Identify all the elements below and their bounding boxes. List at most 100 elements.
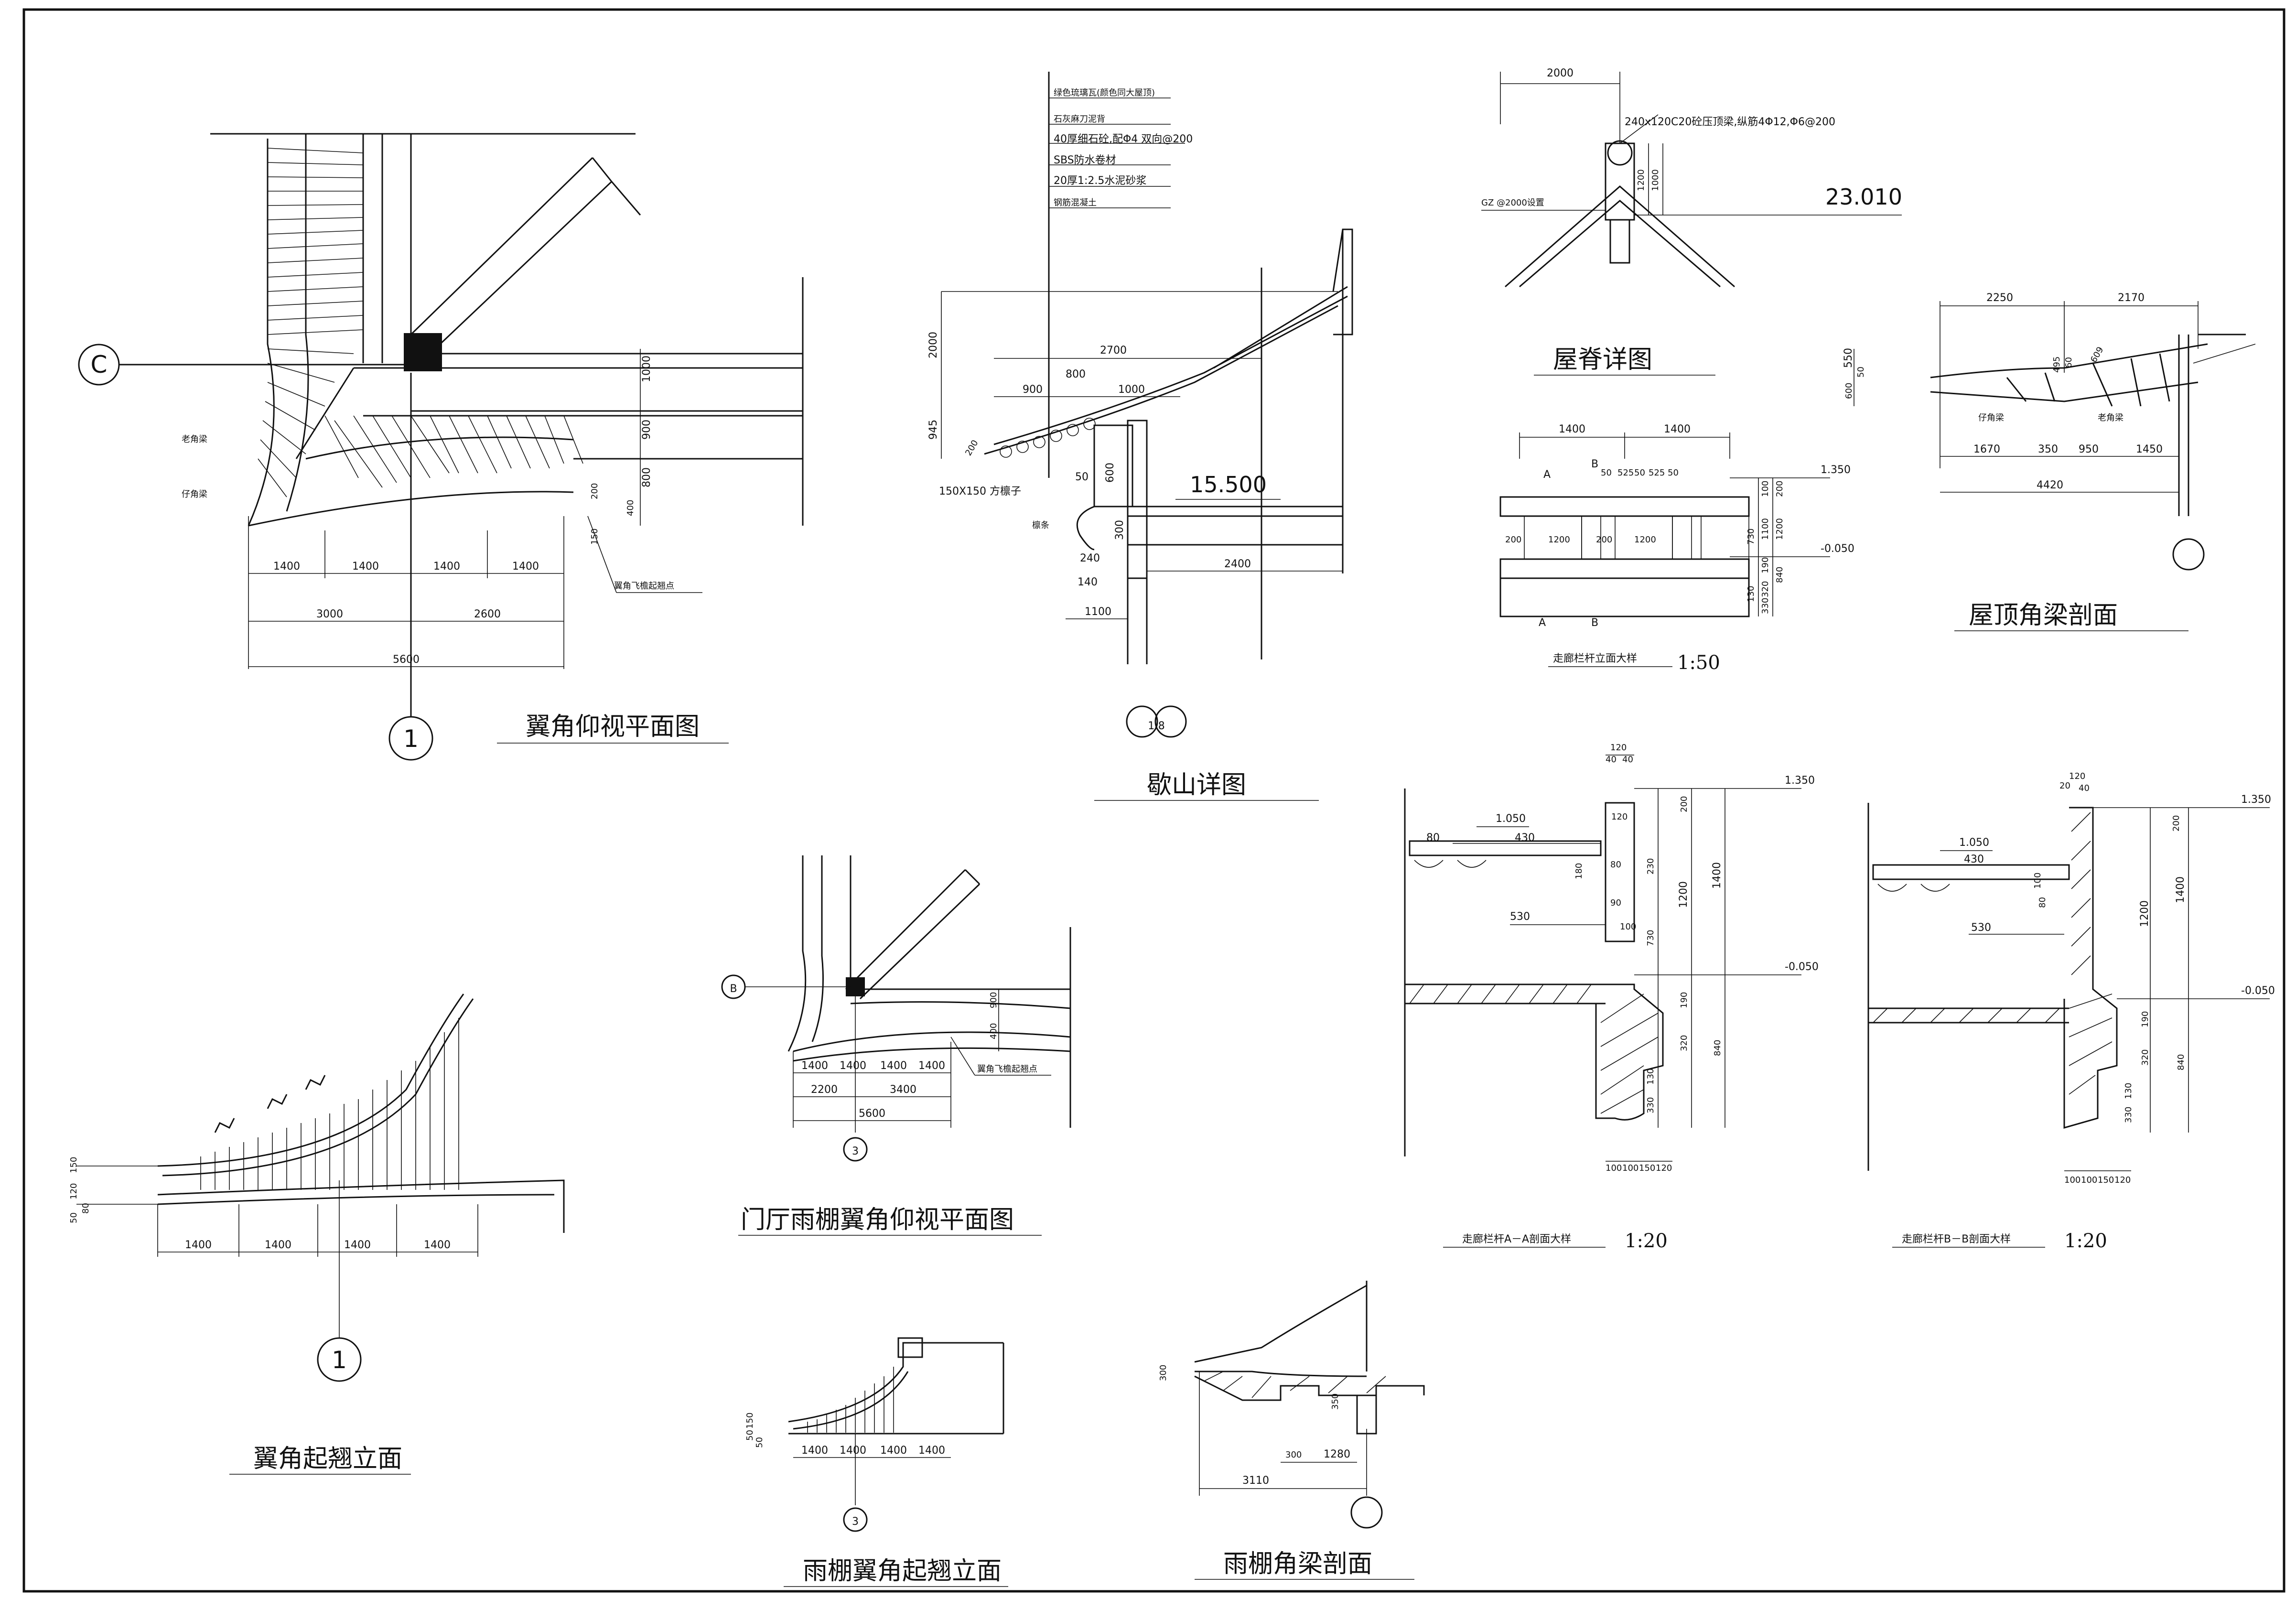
saa-d190: 190	[1679, 992, 1689, 1008]
we-v4: 80	[81, 1203, 91, 1214]
gable-axis-label: 1/8	[1148, 720, 1164, 732]
roof-corner-beam-section: 2250 2170 550 600 50 495 60 609 老角梁 仔角梁 …	[1843, 292, 2256, 631]
wp-dim-r1: 1000	[641, 356, 653, 382]
wp-note-c: 翼角飞檐起翘点	[614, 581, 674, 591]
saa-d320: 320	[1679, 1035, 1689, 1051]
gable-note-6: 钢筋混凝土	[1054, 198, 1097, 208]
we-d3: 1400	[344, 1239, 371, 1251]
sbb-d320: 320	[2140, 1049, 2150, 1066]
re-dim-s3: 50	[1634, 468, 1645, 478]
we-d1: 1400	[185, 1239, 212, 1251]
wp-dim-r5: 400	[625, 500, 636, 516]
wing-upturn-elevation: 150 120 50 80 1400 1400 1400 1400 1 翼角起翘…	[69, 993, 565, 1475]
saa-d100: 100	[1620, 922, 1636, 932]
sbb-d430: 430	[1964, 853, 1984, 865]
title-section-bb: 走廊栏杆B－B剖面大样	[1902, 1233, 2011, 1245]
canopy-axis-b: B	[730, 983, 737, 995]
cp-v1: 900	[989, 992, 999, 1008]
cp-m1: 2200	[811, 1084, 838, 1096]
gable-dim-600: 600	[1104, 463, 1116, 483]
rb-dim-550: 550	[1843, 348, 1854, 368]
cp-t4: 1400	[918, 1060, 945, 1072]
wp-dim-t4: 1400	[512, 561, 539, 572]
re-dim-r4: 1200	[1634, 535, 1656, 545]
wp-dim-total: 5600	[393, 654, 420, 666]
title-railing-elev: 走廊栏杆立面大样	[1553, 653, 1637, 665]
title-wing-plan: 翼角仰视平面图	[526, 713, 700, 741]
re-v7: 320	[1760, 581, 1770, 597]
ridge-h2: 1000	[1650, 169, 1660, 191]
we-d2: 1400	[265, 1239, 291, 1251]
cp-t1: 1400	[801, 1060, 828, 1072]
sbb-d130: 130	[2124, 1083, 2134, 1099]
gable-dim-1100: 1100	[1085, 606, 1111, 618]
sbb-elev-bot: -0.050	[2241, 985, 2275, 997]
sbb-d100: 100	[2033, 873, 2043, 889]
saa-d840: 840	[1713, 1040, 1723, 1056]
rb-dim-b2: 350	[2038, 443, 2058, 455]
saa-d1400: 1400	[1711, 862, 1723, 889]
re-elev-top: 1.350	[1821, 464, 1851, 476]
gable-note-4: SBS防水卷材	[1054, 154, 1116, 166]
saa-d230: 230	[1646, 858, 1656, 875]
re-dim-r1: 200	[1505, 535, 1521, 545]
ce-d3: 1400	[880, 1445, 907, 1457]
sbb-t1: 20	[2059, 781, 2070, 791]
saa-elev-a: 1.050	[1496, 813, 1526, 825]
saa-b2: 100	[1622, 1163, 1638, 1173]
sbb-elev-top: 1.350	[2241, 794, 2271, 806]
saa-b1: 100	[1606, 1163, 1622, 1173]
wp-note-b: 仔角梁	[182, 489, 207, 499]
sbb-d330: 330	[2124, 1107, 2134, 1123]
sbb-d840: 840	[2176, 1054, 2186, 1070]
ridge-beam-note: 240x120C20砼压顶梁,纵筋4Φ12,Φ6@200	[1625, 116, 1835, 128]
sbb-d80: 80	[2037, 897, 2048, 908]
rb-dim-600: 600	[1844, 383, 1854, 399]
gable-dim-140: 140	[1078, 576, 1098, 588]
rb-dim-60: 60	[2064, 357, 2074, 368]
wp-note-a: 老角梁	[182, 434, 207, 444]
cb-total: 3110	[1242, 1475, 1269, 1487]
re-elev-bot: -0.050	[1821, 543, 1854, 555]
we-v2: 120	[69, 1183, 79, 1199]
cp-note: 翼角飞檐起翘点	[977, 1064, 1037, 1074]
gable-dim-2000: 2000	[927, 332, 939, 358]
ridge-h1: 1200	[1636, 169, 1646, 191]
gable-dim-50: 50	[1075, 471, 1089, 483]
re-v3: 1100	[1760, 518, 1770, 540]
re-v6: 840	[1775, 567, 1785, 583]
wp-dim-t2: 1400	[352, 561, 379, 572]
railing-elevation: 1400 1400 A B A B 50 525 50 525 50 200 1…	[1499, 423, 1854, 674]
wp-dim-r4: 200	[590, 483, 600, 499]
saa-t2: 40	[1606, 755, 1617, 765]
gable-dim-800: 800	[1066, 368, 1086, 380]
gable-dim-2700: 2700	[1100, 345, 1127, 356]
rb-dim-total: 4420	[2037, 479, 2063, 491]
ridge-width: 2000	[1547, 67, 1574, 79]
sbb-b4: 120	[2114, 1175, 2131, 1185]
gable-dim-240: 240	[1080, 552, 1100, 564]
title-gable: 歇山详图	[1147, 771, 1246, 799]
gable-purlin: 150X150 方檩子	[939, 486, 1021, 497]
canopy-upturn-elevation: 50 150 50 1400 1400 1400 1400 3 雨棚翼角起翘立面	[745, 1337, 1008, 1587]
re-v4: 1200	[1775, 518, 1785, 540]
ce-v2: 150	[745, 1413, 755, 1429]
gable-note-1: 绿色琉璃瓦(颜色同大屋顶)	[1054, 88, 1155, 98]
axis-1-label: 1	[403, 725, 419, 753]
gable-note-2: 石灰麻刀泥背	[1054, 114, 1105, 124]
saa-d730: 730	[1646, 930, 1656, 946]
rb-dim-b3: 950	[2079, 443, 2099, 455]
re-dim-t1: 1400	[1559, 423, 1585, 435]
re-dim-s5: 50	[1668, 468, 1679, 478]
sbb-b2: 100	[2081, 1175, 2097, 1185]
title-roof-beam: 屋顶角梁剖面	[1969, 601, 2118, 630]
saa-d130: 130	[1646, 1069, 1656, 1085]
gable-dim-300: 300	[1114, 520, 1126, 540]
saa-d120: 120	[1611, 812, 1628, 822]
re-v9: 730	[1746, 529, 1756, 545]
cb-v350: 350	[1330, 1393, 1340, 1410]
re-v8: 130	[1746, 586, 1756, 602]
ridge-gz-note: GZ @2000设置	[1481, 198, 1544, 208]
ce-axis-3: 3	[852, 1516, 859, 1528]
section-aa-scale: 1:20	[1625, 1230, 1668, 1252]
